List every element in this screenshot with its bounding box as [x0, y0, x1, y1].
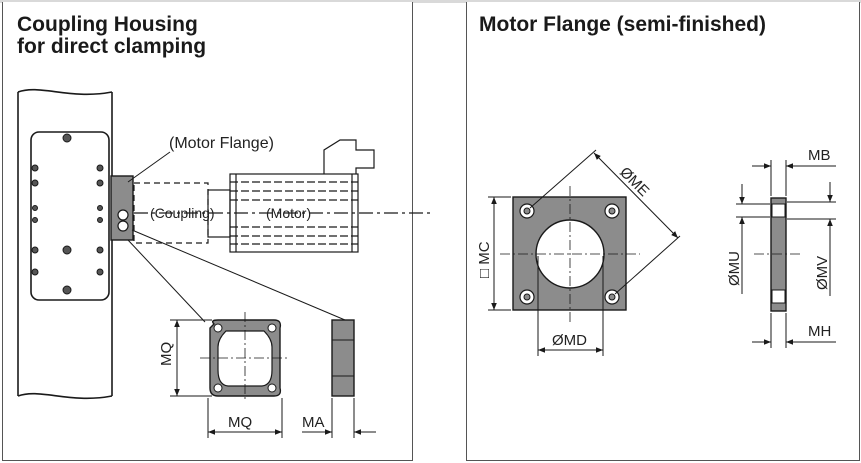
right-square-dimension-lines — [488, 149, 681, 356]
dim-mq-horizontal: MQ — [228, 414, 252, 431]
dim-mb: MB — [808, 147, 831, 164]
motor-flange-title: Motor Flange (semi-finished) — [479, 13, 767, 36]
motor-label: (Motor) — [266, 205, 311, 221]
dim-mv: ØMV — [814, 256, 831, 290]
top-strip — [0, 0, 861, 3]
flange-front-view — [200, 312, 290, 402]
dim-mh: MH — [808, 323, 831, 340]
left-dimension-lines — [170, 319, 376, 438]
flange-side-profile — [754, 197, 800, 312]
coupling-housing-title-line2: for direct clamping — [17, 35, 207, 58]
motor-flange-label: (Motor Flange) — [169, 135, 274, 152]
flange-side-view — [331, 319, 355, 397]
motor-body — [207, 139, 375, 253]
dim-me: ØME — [616, 164, 652, 200]
dim-md: ØMD — [552, 332, 587, 349]
dim-mu: ØMU — [726, 251, 743, 286]
dim-mc: □ MC — [476, 241, 493, 278]
right-side-dimension-lines — [736, 160, 836, 348]
mounting-screws — [31, 133, 104, 295]
linear-axis-body — [17, 88, 113, 400]
dim-ma: MA — [302, 414, 325, 431]
motor-flange-part — [110, 175, 134, 241]
dim-mq-vertical: MQ — [158, 342, 175, 366]
flange-square-view — [500, 186, 640, 322]
leader-lines — [127, 151, 346, 323]
coupling-label: (Coupling) — [150, 205, 215, 221]
coupling-housing-title-line1: Coupling Housing — [17, 13, 198, 36]
